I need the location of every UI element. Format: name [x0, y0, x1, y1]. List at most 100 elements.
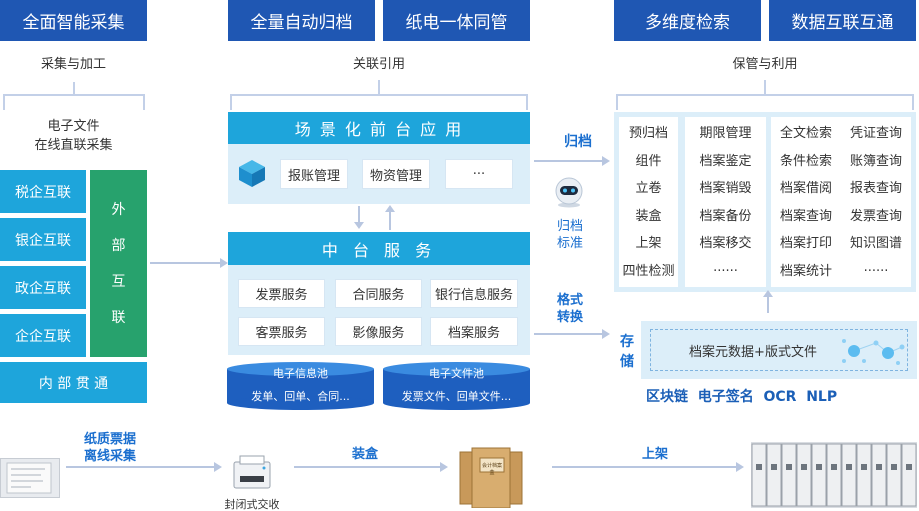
r1-item-1: 组件	[635, 153, 662, 169]
label-format: 格式 转换	[548, 292, 592, 326]
cabinet-handle	[846, 464, 852, 470]
archive-box-label: 会计档案盒	[481, 463, 502, 476]
robot-icon	[552, 176, 586, 208]
cabinet-unit	[811, 443, 827, 507]
archive-box: 会计档案盒	[458, 446, 524, 508]
cabinet-unit	[796, 443, 812, 507]
cube-icon	[236, 157, 268, 189]
right-col-3: 全文检索 条件检索 档案借阅 档案查询 档案打印 档案统计	[771, 120, 841, 287]
arrow-left-to-middle	[150, 258, 228, 268]
cabinet-unit	[826, 443, 842, 507]
label-shelf: 上架	[641, 447, 668, 462]
subtitle-collect: 采集与加工	[40, 57, 106, 72]
cabinet-unit	[856, 443, 872, 507]
service-ticket: 客票服务	[238, 317, 325, 346]
arrow-down-head	[354, 222, 364, 229]
arrow-paper-to-device	[66, 462, 222, 472]
cabinet-unit	[751, 443, 767, 507]
arrow-store-up-head	[763, 290, 773, 297]
bracket-right	[616, 94, 914, 110]
subtitle-reference: 关联引用	[352, 57, 405, 72]
service-bank-info: 银行信息服务	[430, 279, 518, 308]
left-title: 电子文件 在线直联采集	[0, 117, 147, 155]
tech-line: 区块链 电子签名 OCR NLP	[646, 389, 838, 405]
cabinet-handle	[831, 464, 837, 470]
r4-item-1: 账簿查询	[849, 153, 902, 169]
r3-item-0: 全文检索	[779, 126, 832, 141]
header-paper-digital: 纸电一体同管	[383, 0, 530, 41]
right-col-4: 凭证查询 账簿查询 报表查询 发票查询 知识图谱 ······	[841, 120, 911, 287]
scene-item-material: 物资管理	[362, 159, 430, 189]
r3-item-3: 档案查询	[779, 208, 832, 224]
pool-file-title: 电子文件池	[429, 367, 484, 380]
cabinet-handle	[771, 464, 777, 470]
cabinet-unit	[871, 443, 887, 507]
label-paper: 纸质票据 离线采集	[70, 431, 150, 465]
network-icon	[836, 331, 910, 369]
arrow-store-up-line	[767, 297, 769, 313]
scene-item-reimburse: 报账管理	[280, 159, 348, 189]
service-image: 影像服务	[335, 317, 422, 346]
pool-info-title: 电子信息池	[273, 367, 328, 380]
header-collect: 全面智能采集	[0, 0, 147, 41]
r3-item-1: 条件检索	[779, 153, 832, 169]
label-paper-1: 纸质票据	[83, 432, 136, 447]
service-invoice: 发票服务	[238, 279, 325, 308]
bracket-left	[3, 94, 145, 110]
right-col-2: 期限管理 档案鉴定 档案销毁 档案备份 档案移交 ······	[685, 117, 766, 287]
label-device: 封闭式交收	[224, 498, 280, 511]
label-format-2: 转换	[556, 310, 583, 325]
left-title-line2: 在线直联采集	[34, 138, 113, 153]
left-item-enterprise: 企企互联	[0, 314, 86, 357]
cabinet-handle	[891, 464, 897, 470]
left-item-gov: 政企互联	[0, 266, 86, 309]
r4-item-3: 发票查询	[849, 208, 902, 224]
r2-item-3: 档案备份	[699, 208, 752, 224]
arrow-device-to-box	[294, 462, 448, 472]
r1-item-0: 预归档	[628, 126, 668, 141]
arrow-box-to-shelf	[552, 462, 744, 472]
paper-receipt-image	[0, 458, 60, 498]
bracket-right-stem	[764, 80, 766, 94]
printer-icon	[230, 452, 274, 492]
bracket-middle-stem	[378, 80, 380, 94]
r3-item-5: 档案统计	[779, 263, 832, 279]
r1-item-5: 四性检测	[622, 263, 675, 279]
cabinet-unit	[886, 443, 902, 507]
subtitle-preserve: 保管与利用	[732, 57, 798, 72]
label-archive-standard: 归档 标准	[548, 218, 592, 252]
cabinet-handle	[786, 464, 792, 470]
arrow-archive	[534, 156, 610, 166]
cabinet-unit	[781, 443, 797, 507]
arrow-up-head	[385, 205, 395, 212]
header-search: 多维度检索	[614, 0, 761, 41]
pool-info: 电子信息池 发单、回单、合同...	[226, 361, 375, 411]
r2-item-2: 档案销毁	[699, 181, 752, 196]
left-internal: 内 部 贯 通	[0, 362, 147, 403]
arrow-up-line	[389, 212, 391, 230]
scene-title: 场 景 化 前 台 应 用	[228, 112, 530, 144]
pool-file: 电子文件池 发票文件、回单文件...	[382, 361, 531, 411]
r4-item-2: 报表查询	[849, 181, 902, 196]
shelf-cabinets	[751, 442, 917, 508]
scene-item-more: ···	[445, 159, 513, 189]
cabinet-handle	[876, 464, 882, 470]
label-box: 装盒	[351, 447, 378, 462]
cabinet-unit	[841, 443, 857, 507]
store-panel	[641, 321, 917, 379]
label-archive-standard-1: 归档	[556, 219, 583, 234]
pool-info-text: 发单、回单、合同...	[251, 390, 350, 403]
pool-file-text: 发票文件、回单文件...	[401, 390, 512, 403]
r4-item-4: 知识图谱	[849, 236, 902, 251]
r2-item-1: 档案鉴定	[699, 153, 752, 169]
left-external-label: 外部互联	[111, 201, 126, 326]
header-interconnect: 数据互联互通	[769, 0, 916, 41]
cabinet-handle	[861, 464, 867, 470]
store-label: 存储	[620, 334, 634, 370]
r1-item-4: 上架	[635, 236, 662, 251]
bracket-left-stem	[73, 82, 75, 94]
right-col-3-4: 全文检索 条件检索 档案借阅 档案查询 档案打印 档案统计 凭证查询 账簿查询 …	[771, 117, 911, 287]
service-contract: 合同服务	[335, 279, 422, 308]
label-archive: 归档	[564, 134, 592, 150]
cabinet-handle	[816, 464, 822, 470]
